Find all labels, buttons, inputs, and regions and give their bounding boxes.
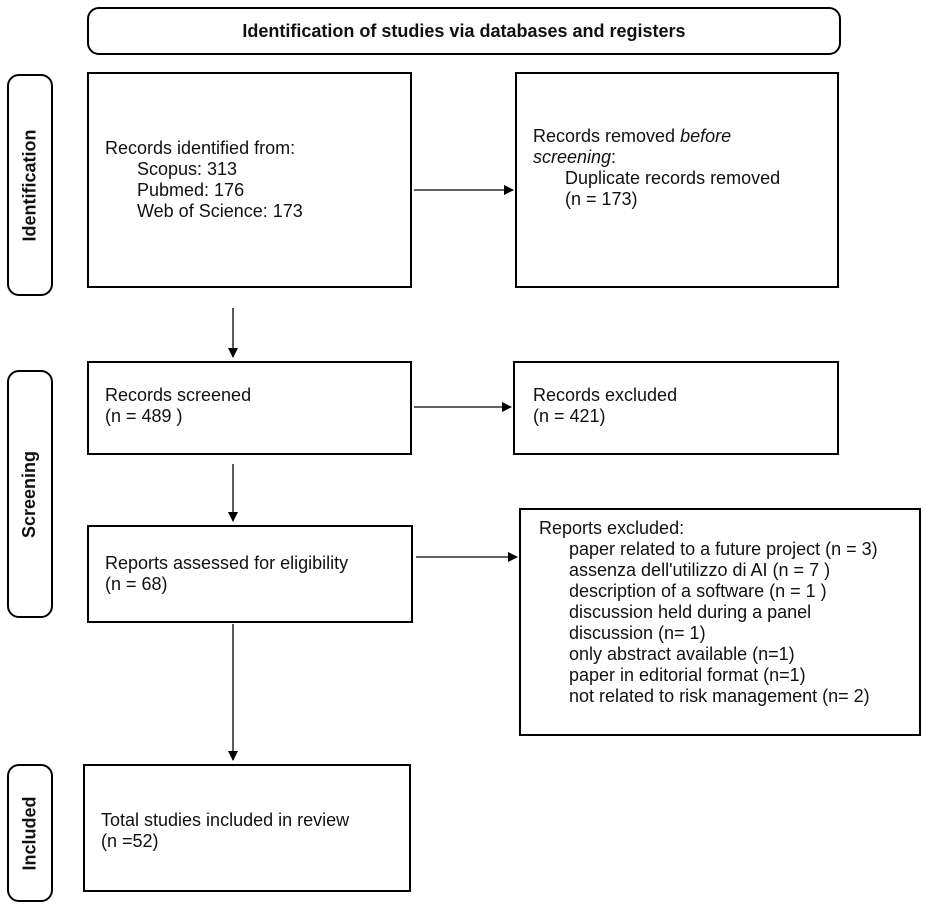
phase-included: Included xyxy=(7,764,53,902)
reports-assessed-title: Reports assessed for eligibility xyxy=(105,553,349,573)
records-removed-heading-line2: screening: xyxy=(533,147,837,168)
records-identified-title: Records identified from: xyxy=(105,138,296,158)
exclusion-reason: description of a software (n = 1 ) xyxy=(569,581,827,601)
exclusion-reason: not related to risk management (n= 2) xyxy=(569,686,870,706)
reports-excluded-title: Reports excluded: xyxy=(539,518,685,538)
header-title: Identification of studies via databases … xyxy=(242,20,686,41)
exclusion-reason: discussion held during a panel xyxy=(569,602,812,622)
exclusion-reason: assenza dell'utilizzo di AI (n = 7 ) xyxy=(569,560,831,580)
source-pubmed: Pubmed: 176 xyxy=(137,180,245,200)
records-identified-box: Records identified from: Scopus: 313 Pub… xyxy=(87,72,412,288)
exclusion-reason: paper related to a future project (n = 3… xyxy=(569,539,878,559)
records-excluded-box: Records excluded (n = 421) xyxy=(513,361,839,455)
records-screened-count: (n = 489 ) xyxy=(105,406,183,426)
records-removed-box: Records removed before screening: Duplic… xyxy=(515,72,839,288)
source-scopus: Scopus: 313 xyxy=(137,159,238,179)
phase-identification: Identification xyxy=(7,74,53,296)
records-screened-box: Records screened (n = 489 ) xyxy=(87,361,412,455)
removed-colon: : xyxy=(611,147,617,167)
reports-excluded-box: Reports excluded: paper related to a fut… xyxy=(519,508,921,736)
exclusion-reason: discussion (n= 1) xyxy=(569,623,706,643)
reports-assessed-box: Reports assessed for eligibility (n = 68… xyxy=(87,525,413,623)
records-excluded-count: (n = 421) xyxy=(533,406,606,426)
removed-italic-before: before xyxy=(680,126,732,146)
included-box: Total studies included in review (n =52) xyxy=(83,764,411,892)
reports-assessed-count: (n = 68) xyxy=(105,574,168,594)
records-excluded-title: Records excluded xyxy=(533,385,678,405)
removed-prefix: Records removed xyxy=(533,126,681,146)
phase-screening: Screening xyxy=(7,370,53,618)
source-web-of-science: Web of Science: 173 xyxy=(137,201,303,221)
duplicates-removed: Duplicate records removed xyxy=(565,168,781,188)
records-removed-heading-line1: Records removed before xyxy=(533,126,837,147)
exclusion-reason: paper in editorial format (n=1) xyxy=(569,665,806,685)
duplicates-count: (n = 173) xyxy=(565,189,638,209)
included-title: Total studies included in review xyxy=(101,810,350,830)
exclusion-reason: only abstract available (n=1) xyxy=(569,644,795,664)
included-count: (n =52) xyxy=(101,831,159,851)
diagram-header: Identification of studies via databases … xyxy=(87,7,841,55)
removed-italic-screening: screening xyxy=(533,147,612,167)
records-screened-title: Records screened xyxy=(105,385,252,405)
